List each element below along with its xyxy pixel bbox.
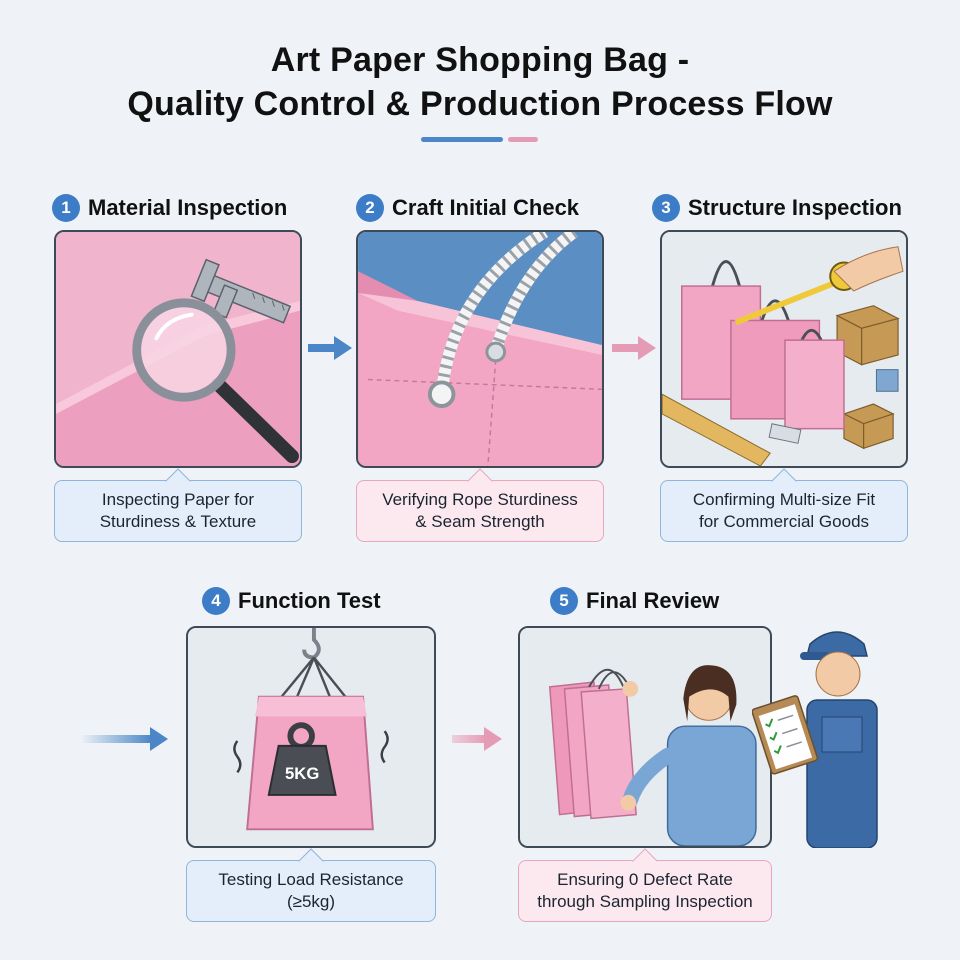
step-5-header: 5 Final Review [550,587,719,615]
step-5-number: 5 [550,587,578,615]
step-2-caption-line-1: Verifying Rope Sturdiness [382,490,578,509]
step-2-header: 2 Craft Initial Check [356,194,579,222]
step-1-caption-line-2: Sturdiness & Texture [99,512,257,531]
step-4-caption-line-2: (≥5kg) [286,892,336,911]
step-3-caption: Confirming Multi-size Fit for Commercial… [660,468,908,542]
step-3-caption-line-2: for Commercial Goods [698,512,870,531]
step-5-illustration [518,626,772,848]
step-4-header: 4 Function Test [202,587,381,615]
weight-label: 5KG [285,764,319,783]
rope-handle-eyelet-icon [358,232,602,466]
hanging-bag-weight-icon: 5KG [188,628,434,846]
step-3-title: Structure Inspection [688,195,902,220]
step-4-caption: Testing Load Resistance (≥5kg) [186,848,436,922]
inspector-with-clipboard-icon [752,631,878,848]
step-1-number: 1 [52,194,80,222]
step-2-title: Craft Initial Check [392,195,580,220]
arrow-right-icon [612,336,656,360]
arrow-right-icon [452,727,502,751]
step-1-header: 1 Material Inspection [52,194,287,222]
step-4-caption-line-1: Testing Load Resistance [218,870,404,889]
step-2-caption: Verifying Rope Sturdiness & Seam Strengt… [356,468,604,542]
step-1-title: Material Inspection [88,195,288,220]
step-4-title: Function Test [238,588,381,613]
step-2-illustration [356,230,604,468]
step-1-caption-line-1: Inspecting Paper for [101,490,255,509]
step-2-number: 2 [356,194,384,222]
step-3-illustration [660,230,908,468]
arrow-right-icon [80,727,168,751]
workers-clipboard-icon [520,628,770,846]
title-accent-blue [421,137,503,142]
step-2-caption-line-2: & Seam Strength [415,512,545,531]
step-3-number: 3 [652,194,680,222]
step-5-caption-line-2: through Sampling Inspection [537,892,753,911]
title-line-2: Quality Control & Production Process Flo… [127,85,833,123]
step-3-header: 3 Structure Inspection [652,194,902,222]
arrow-right-icon [308,336,352,360]
bags-tape-measure-boxes-icon [662,232,906,466]
step-4-number: 4 [202,587,230,615]
page-title: Art Paper Shopping Bag - Quality Control… [0,38,960,126]
step-1-illustration [54,230,302,468]
step-5-title: Final Review [586,588,720,613]
magnifying-glass-caliper-icon [56,232,300,466]
step-5-caption: Ensuring 0 Defect Rate through Sampling … [518,848,772,922]
title-line-1: Art Paper Shopping Bag - [270,41,690,79]
title-accent-pink [508,137,538,142]
step-3-caption-line-1: Confirming Multi-size Fit [692,490,876,509]
step-5-caption-line-1: Ensuring 0 Defect Rate [557,870,733,889]
step-4-illustration: 5KG [186,626,436,848]
step-1-caption: Inspecting Paper for Sturdiness & Textur… [54,468,302,542]
